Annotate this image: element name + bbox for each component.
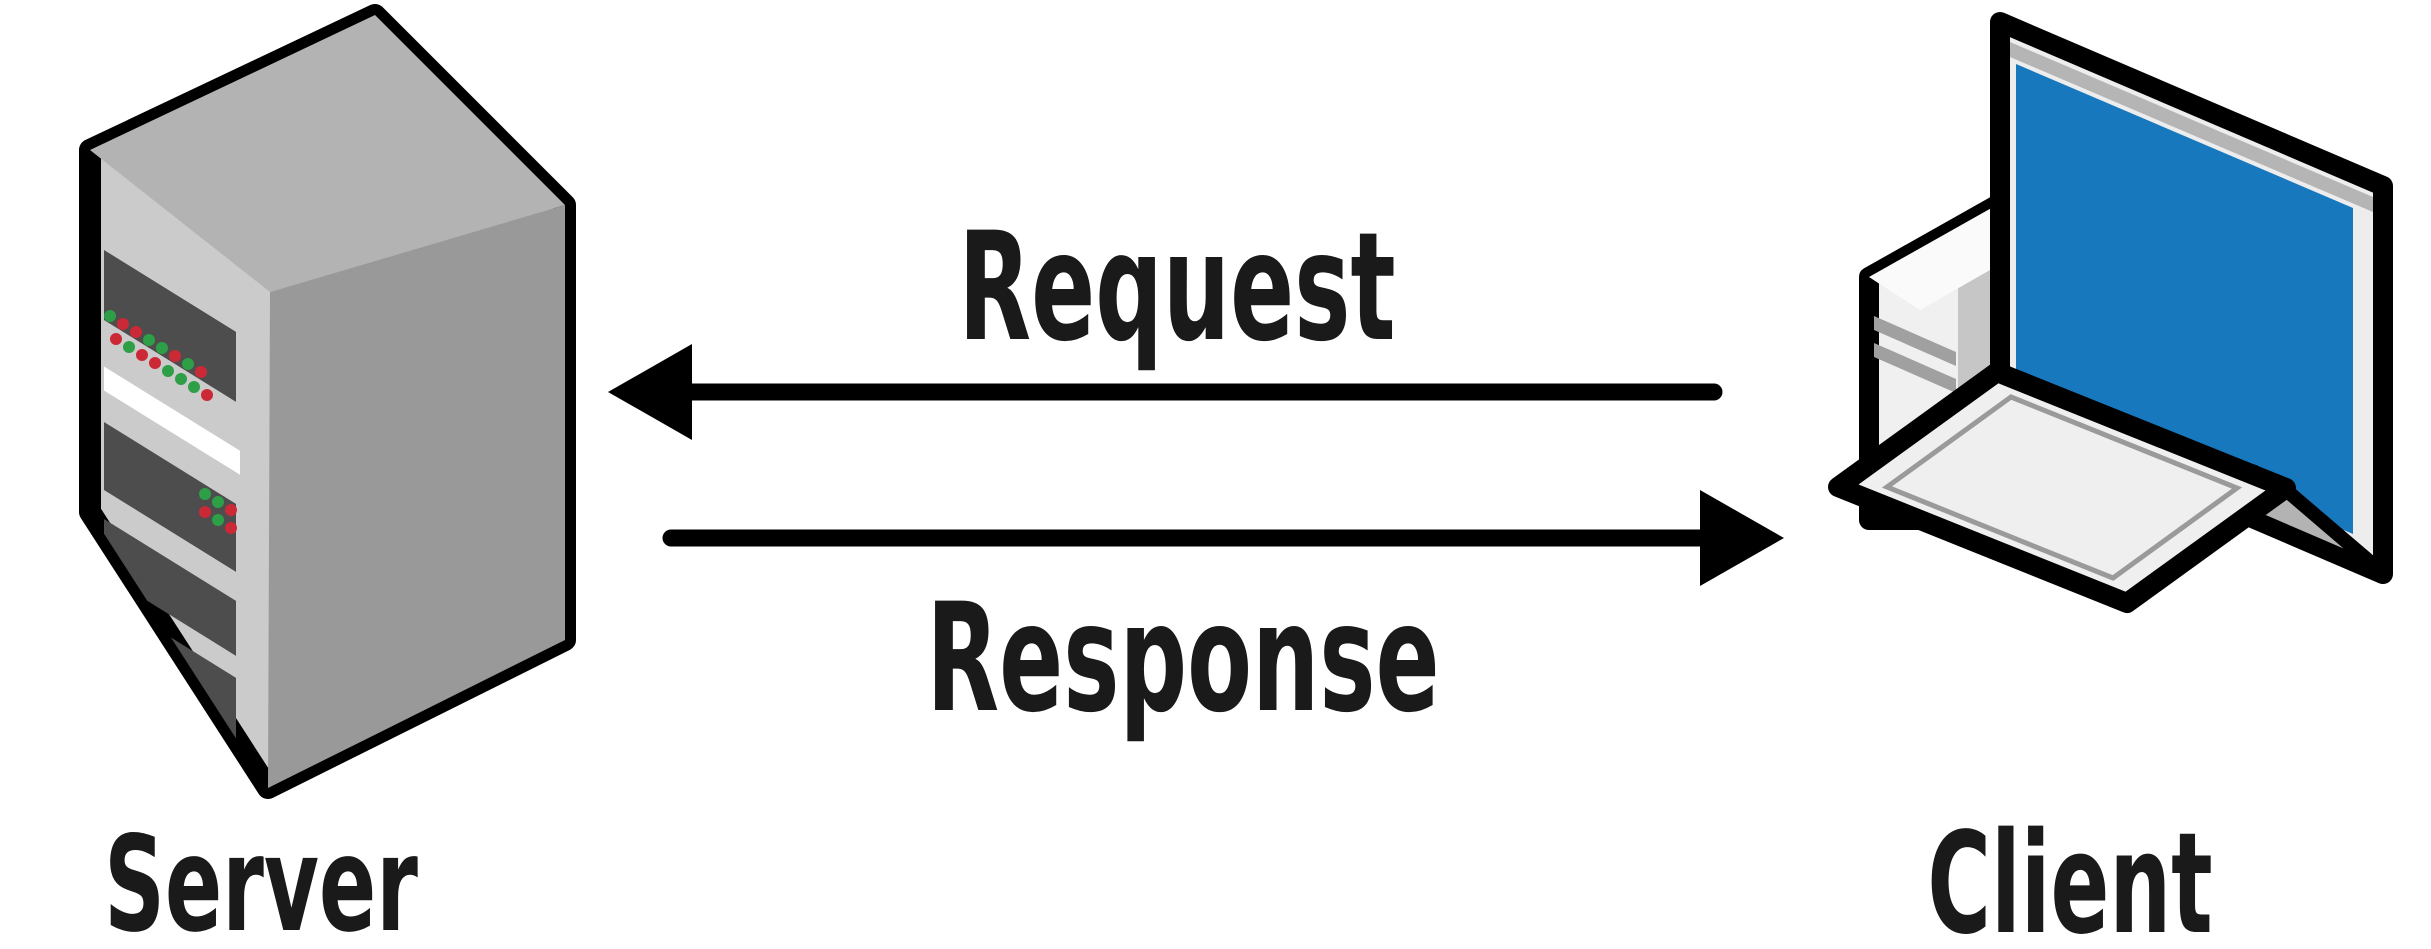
response-label: Response bbox=[926, 571, 1439, 746]
desktop-computer-icon bbox=[1828, 12, 2393, 613]
server-tower-icon bbox=[79, 4, 576, 799]
response-arrow bbox=[662, 490, 1784, 586]
server-side-face bbox=[268, 205, 565, 788]
server-label: Server bbox=[104, 809, 418, 949]
server-top-face bbox=[90, 15, 565, 292]
client-keyboard bbox=[1828, 362, 2296, 613]
request-arrow bbox=[608, 344, 1723, 440]
response-arrowhead-icon bbox=[1700, 490, 1784, 586]
tower-vent bbox=[1874, 316, 1956, 366]
server-led-panel-2 bbox=[199, 488, 237, 534]
tower-vent bbox=[1874, 343, 1956, 393]
monitor-bezel-edge bbox=[2010, 42, 2373, 212]
client-label: Client bbox=[1927, 803, 2212, 949]
request-label: Request bbox=[958, 200, 1395, 375]
server-led-panel-1 bbox=[104, 310, 213, 401]
request-arrowhead-icon bbox=[608, 344, 692, 440]
